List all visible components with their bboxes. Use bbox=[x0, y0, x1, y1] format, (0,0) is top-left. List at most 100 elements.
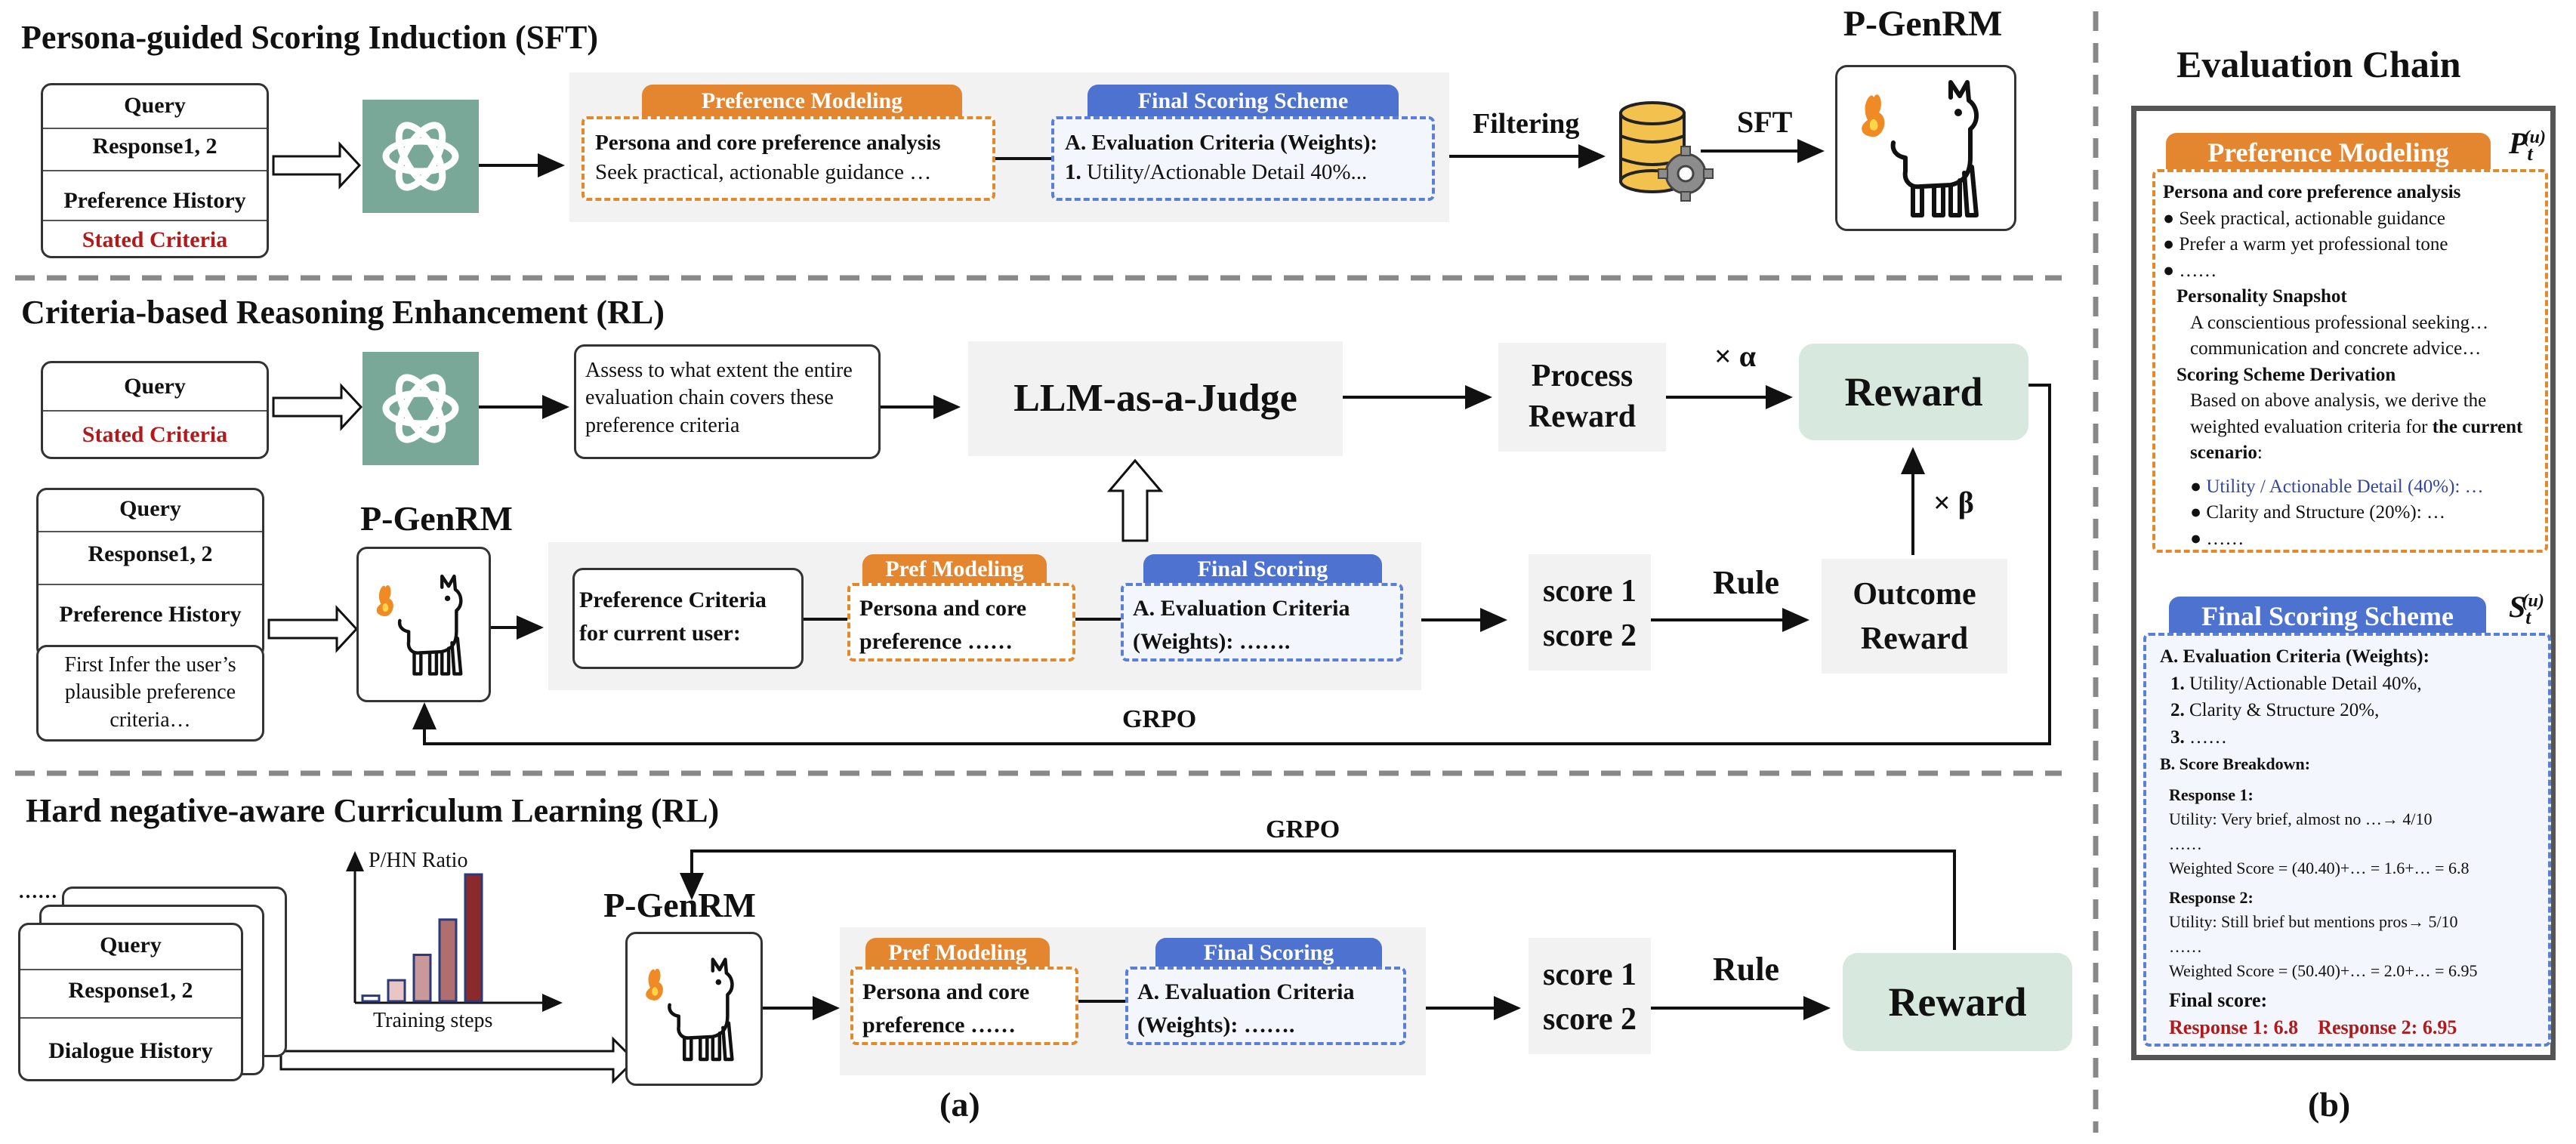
chain-snapshot-text: A conscientious professional seeking… co… bbox=[2190, 312, 2489, 359]
chain-final-scoring-tab: Final Scoring Scheme bbox=[2169, 597, 2486, 636]
rl-stack-responses: Response1, 2 bbox=[39, 531, 262, 567]
chart-bar-1 bbox=[361, 994, 381, 1003]
sft-final-line2: 1. Utility/Actionable Detail 40%... bbox=[1065, 158, 1421, 187]
panel-label-b: (b) bbox=[2308, 1085, 2351, 1124]
cl-pref-modeling-tab: Pref Modeling bbox=[865, 938, 1050, 968]
assess-prompt-box: Assess to what extent the entire evaluat… bbox=[574, 344, 881, 459]
cl-pref-modeling-box: Persona and core preference …… bbox=[850, 967, 1078, 1045]
rl-connector-2 bbox=[1075, 618, 1121, 621]
stack-preference-history: Preference History bbox=[43, 170, 267, 214]
rl-connector-1 bbox=[804, 618, 849, 621]
cl-model-name: P-GenRM bbox=[603, 886, 756, 924]
rl-llama-model-icon bbox=[356, 547, 491, 702]
chain-eval-item-3: 3. …… bbox=[2170, 726, 2227, 748]
cl-stack-query: Query bbox=[100, 933, 162, 957]
rl-bottom-input-stack: Query Response1, 2 Preference History bbox=[36, 488, 264, 658]
cl-section-title: Hard negative-aware Curriculum Learning … bbox=[26, 792, 720, 829]
rl-stack-query: Query bbox=[124, 374, 186, 399]
rl-pref-modeling-tab: Pref Modeling bbox=[862, 554, 1047, 584]
sft-section-title: Persona-guided Scoring Induction (SFT) bbox=[21, 19, 598, 56]
alpha-weight-label: × α bbox=[1714, 339, 1757, 373]
ratio-bar-chart bbox=[341, 844, 583, 1033]
chain-eval-item-1: 1. Utility/Actionable Detail 40%, bbox=[2170, 673, 2422, 694]
database-gear-icon bbox=[1616, 98, 1714, 204]
sft-pref-line2: Seek practical, actionable guidance … bbox=[595, 160, 932, 185]
chain-breakdown-head: B. Score Breakdown: bbox=[2160, 754, 2311, 773]
sft-input-stack: Query Response1, 2 Preference History St… bbox=[41, 83, 269, 258]
chain-s-symbol: St(u) bbox=[2509, 590, 2544, 628]
chain-resp1-weighted: Weighted Score = (40.40)+… = 1.6+… = 6.8 bbox=[2169, 859, 2470, 878]
chain-resp2-head: Response 2: bbox=[2169, 887, 2254, 907]
cl-score-2: score 2 bbox=[1542, 1001, 1637, 1037]
sft-pref-modeling-tab: Preference Modeling bbox=[642, 85, 962, 118]
rl-score-1: score 1 bbox=[1542, 574, 1637, 609]
chain-resp1-line: Utility: Very brief, almost no …→ 4/10 bbox=[2169, 809, 2433, 829]
rl-final-scoring-box: A. Evaluation Criteria (Weights): ……. bbox=[1121, 583, 1403, 661]
chain-derivation-head: Scoring Scheme Derivation bbox=[2176, 364, 2396, 385]
chain-final-scoring-box: A. Evaluation Criteria (Weights): 1. Uti… bbox=[2143, 633, 2551, 1047]
rl-score-2: score 2 bbox=[1542, 618, 1637, 653]
cl-grpo-label: GRPO bbox=[1266, 816, 1340, 843]
rl-llm-logo-icon bbox=[362, 352, 479, 465]
rl-rule-label: Rule bbox=[1713, 564, 1779, 601]
sft-pref-modeling-box: Persona and core preference analysis See… bbox=[582, 116, 995, 201]
chain-final-scores: Response 1: 6.8 Response 2: 6.95 bbox=[2169, 1016, 2457, 1038]
beta-weight-label: × β bbox=[1933, 486, 1974, 520]
stack-query: Query bbox=[124, 93, 186, 118]
rl-stack-query2: Query bbox=[119, 496, 181, 521]
chain-bullet-2: ● Prefer a warm yet professional tone bbox=[2163, 234, 2448, 254]
chart-bar-5 bbox=[464, 873, 483, 1003]
stack-stated-criteria: Stated Criteria bbox=[43, 220, 267, 253]
chart-x-label: Training steps bbox=[373, 1009, 493, 1032]
llm-logo-icon bbox=[362, 100, 479, 213]
chain-resp2-line: Utility: Still brief but mentions pros→ … bbox=[2169, 912, 2458, 932]
sft-final-num: 1. bbox=[1065, 160, 1081, 185]
sft-connector bbox=[995, 157, 1051, 160]
rl-grpo-label: GRPO bbox=[1122, 705, 1197, 733]
cl-reward-box: Reward bbox=[1843, 953, 2072, 1051]
cl-score-1: score 1 bbox=[1542, 957, 1637, 992]
rl-final-scoring-tab: Final Scoring bbox=[1143, 554, 1382, 584]
chart-bar-4 bbox=[438, 918, 458, 1003]
stack-responses: Response1, 2 bbox=[43, 128, 267, 159]
chain-resp1-head: Response 1: bbox=[2169, 785, 2254, 804]
rl-scores-box: score 1 score 2 bbox=[1529, 554, 1651, 671]
chain-pref-modeling-box: Persona and core preference analysis ● S… bbox=[2152, 169, 2548, 553]
chain-persona-head: Persona and core preference analysis bbox=[2163, 182, 2461, 202]
llm-judge-box: LLM-as-a-Judge bbox=[968, 341, 1343, 456]
cl-stack-dialogue-history: Dialogue History bbox=[20, 1017, 241, 1064]
preference-criteria-box: Preference Criteria for current user: bbox=[572, 568, 804, 669]
chain-bullet-1: ● Seek practical, actionable guidance bbox=[2163, 208, 2445, 229]
rl-model-name: P-GenRM bbox=[360, 499, 513, 538]
chain-criteria-item-2: ● Clarity and Structure (20%): … bbox=[2190, 502, 2445, 523]
process-reward-box: Process Reward bbox=[1498, 343, 1666, 452]
chain-pref-modeling-tab: Preference Modeling bbox=[2166, 133, 2491, 172]
panel-label-a: (a) bbox=[939, 1085, 980, 1124]
cl-llama-model-icon bbox=[625, 932, 763, 1086]
rl-stack-history: Preference History bbox=[39, 584, 262, 628]
cl-scores-box: score 1 score 2 bbox=[1529, 938, 1651, 1054]
cl-final-scoring-box: A. Evaluation Criteria (Weights): ……. bbox=[1125, 967, 1406, 1045]
chain-resp2-weighted: Weighted Score = (50.40)+… = 2.0+… = 6.9… bbox=[2169, 961, 2478, 981]
rl-stack-stated-criteria: Stated Criteria bbox=[43, 410, 267, 448]
infer-criteria-box: First Infer the user’s plausible prefere… bbox=[36, 645, 264, 742]
sft-llama-model-icon bbox=[1835, 65, 2016, 231]
rl-section-title: Criteria-based Reasoning Enhancement (RL… bbox=[21, 294, 665, 331]
rl-top-input-stack: Query Stated Criteria bbox=[41, 361, 269, 459]
chain-resp2-dots: …… bbox=[2169, 936, 2202, 956]
chart-bar-3 bbox=[412, 954, 432, 1003]
sft-label: SFT bbox=[1737, 105, 1793, 139]
sft-final-scoring-tab: Final Scoring Scheme bbox=[1087, 85, 1399, 118]
sft-final-line1: A. Evaluation Criteria (Weights): bbox=[1065, 131, 1378, 155]
chain-criteria-item-1: ● Utility / Actionable Detail (40%): … bbox=[2190, 476, 2484, 497]
cl-stack-responses: Response1, 2 bbox=[20, 969, 241, 1004]
cl-input-stack: Query Response1, 2 Dialogue History bbox=[18, 923, 243, 1081]
sft-final-scoring-box: A. Evaluation Criteria (Weights): 1. Uti… bbox=[1051, 116, 1435, 201]
chart-y-label: P/HN Ratio bbox=[369, 849, 468, 872]
chart-bar-2 bbox=[387, 979, 406, 1003]
chain-resp1-dots: …… bbox=[2169, 834, 2202, 853]
chain-bullet-3: ● …… bbox=[2163, 260, 2217, 281]
rl-reward-box: Reward bbox=[1799, 344, 2028, 440]
sft-pref-line1: Persona and core preference analysis bbox=[595, 131, 941, 155]
chain-criteria-item-3: ● …… bbox=[2190, 528, 2244, 549]
